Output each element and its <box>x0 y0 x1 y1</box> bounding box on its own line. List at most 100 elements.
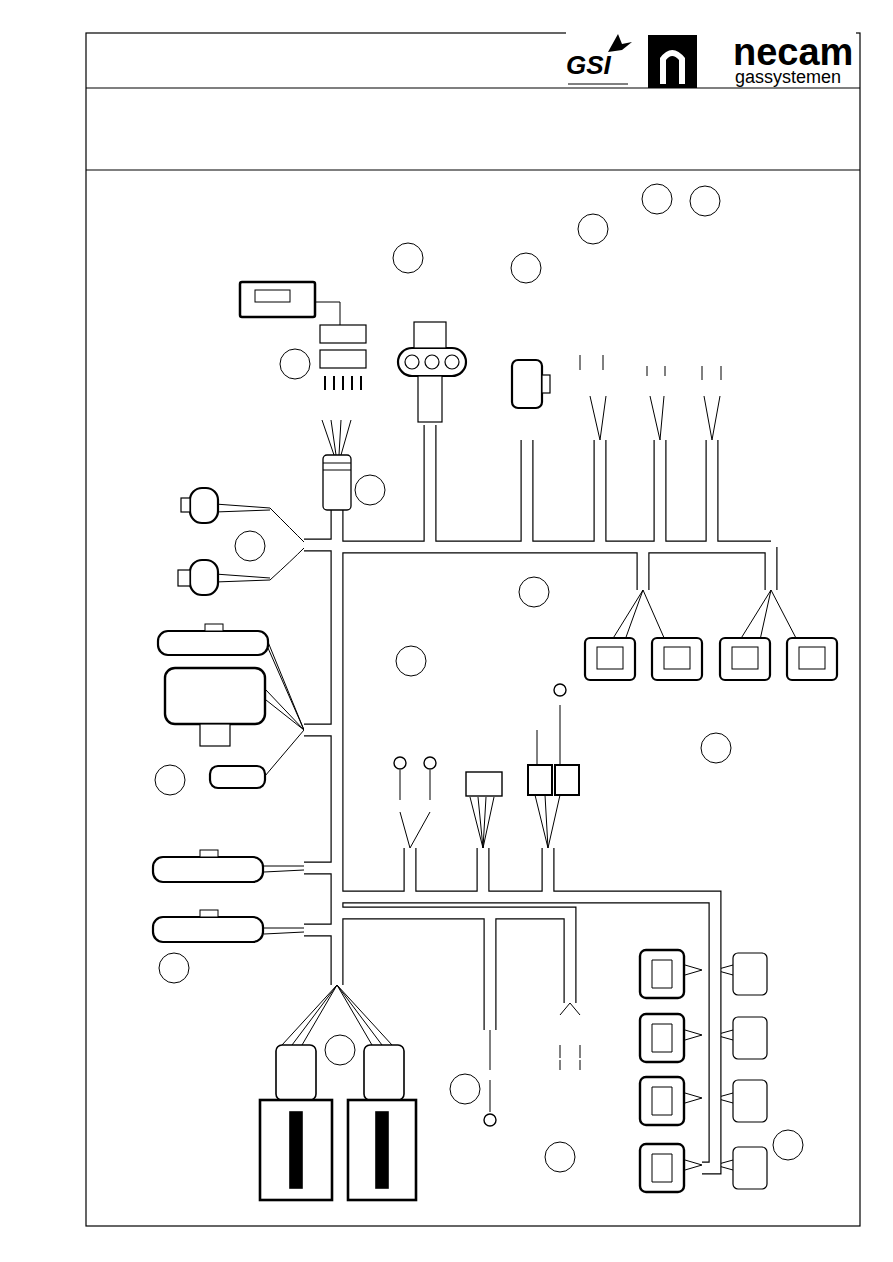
plug-latch <box>205 624 223 631</box>
callout-circle <box>450 1074 480 1104</box>
boot-ribs <box>323 463 351 470</box>
callout-circle <box>155 765 185 795</box>
ring-terminal <box>394 757 406 769</box>
connector-body <box>414 322 446 348</box>
wire <box>560 1003 580 1070</box>
callout-circle <box>325 1035 355 1065</box>
plug-4pin <box>320 325 366 343</box>
logo-underline <box>568 84 628 85</box>
wire-fan <box>590 396 720 440</box>
relay <box>528 765 552 795</box>
injector-plug <box>733 1017 767 1059</box>
callout-circle <box>519 577 549 607</box>
connector-boot <box>276 1045 316 1100</box>
square-connector <box>652 638 702 680</box>
plug-latch <box>200 850 218 857</box>
wire-fan <box>322 420 351 455</box>
logo-text: necam <box>733 33 853 71</box>
ecu-connector <box>260 1100 332 1200</box>
relay <box>555 765 579 795</box>
ecu-side-connector <box>165 668 265 724</box>
callout-circle <box>393 243 423 273</box>
plug-latch <box>200 910 218 917</box>
display-cable <box>315 302 340 325</box>
round-connector <box>398 348 466 376</box>
callout-circle <box>690 186 720 216</box>
plug-latch <box>200 724 230 746</box>
connector-face <box>799 647 825 669</box>
wires <box>215 302 797 1170</box>
wire-fan <box>470 797 494 848</box>
logo-arch <box>660 50 685 84</box>
ring-terminal <box>554 684 566 696</box>
flat-connector <box>158 631 268 655</box>
injector-plug <box>733 953 767 995</box>
tube-fill <box>304 425 771 1168</box>
square-connector <box>585 638 635 680</box>
star-arrow <box>608 34 632 52</box>
sensor-plug <box>512 360 542 408</box>
connector-face <box>732 647 758 669</box>
outer-border <box>86 33 860 1226</box>
wire-fork <box>282 985 392 1045</box>
callout-circle <box>355 475 385 505</box>
header-rule <box>86 87 860 88</box>
square-connector <box>787 638 837 680</box>
connector-face <box>652 960 672 1182</box>
square-connector <box>720 638 770 680</box>
injector-plug <box>733 1080 767 1122</box>
display-unit <box>240 282 315 317</box>
wire-fan <box>612 590 797 640</box>
connector-boot <box>364 1045 404 1100</box>
logo-subtext: gassystemen <box>735 68 841 86</box>
wire-end <box>580 355 721 380</box>
flat-connector <box>153 917 263 942</box>
callout-circle <box>280 349 310 379</box>
callout-circle <box>159 953 189 983</box>
wire-fan <box>400 770 430 848</box>
pin-hole <box>425 355 439 369</box>
plug-4pin <box>466 772 502 796</box>
pin-hole <box>445 355 459 369</box>
logo-block <box>648 35 697 88</box>
wire-fork <box>264 866 304 934</box>
pin-hole <box>405 355 419 369</box>
plug-4pin <box>320 350 366 368</box>
pins <box>325 376 361 390</box>
harness-tubes <box>304 425 771 1168</box>
callout-circle <box>642 184 672 214</box>
plug-2pin <box>190 560 218 595</box>
callout-circle <box>773 1130 803 1160</box>
connector-key <box>376 1112 388 1188</box>
rubber-boot <box>323 455 351 510</box>
callout-circle <box>235 531 265 561</box>
wire-fork <box>265 642 304 776</box>
ring-terminal <box>424 757 436 769</box>
connector-body <box>418 376 442 422</box>
wire-fork <box>685 965 702 1170</box>
drawing-frame <box>86 33 860 1226</box>
injector-plug <box>733 1147 767 1189</box>
callout-circle <box>701 733 731 763</box>
n-logo <box>648 35 697 88</box>
tube-outline <box>304 425 771 1168</box>
plug-2pin <box>190 488 218 523</box>
logo-text: GSI <box>566 52 611 78</box>
callout-circle <box>396 646 426 676</box>
callout-circles <box>155 184 803 1172</box>
callout-circle <box>511 253 541 283</box>
ring-terminal <box>484 1114 496 1126</box>
connector-face <box>597 647 623 669</box>
connector-face <box>664 647 690 669</box>
callout-circle <box>578 214 608 244</box>
connectors <box>153 282 837 1200</box>
flat-connector <box>153 857 263 882</box>
wire-fork <box>215 504 304 582</box>
wire <box>490 1030 491 1112</box>
plug-latch <box>178 570 190 586</box>
callout-circle <box>545 1142 575 1172</box>
plug-latch <box>542 375 550 393</box>
connector-key <box>290 1112 302 1188</box>
ecu-connector <box>348 1100 416 1200</box>
